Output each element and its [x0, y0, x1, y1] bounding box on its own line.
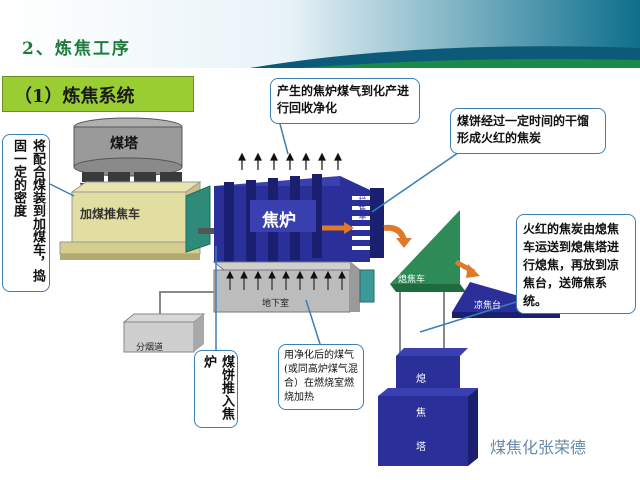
- page-title: 2、炼焦工序: [22, 39, 131, 59]
- callout-dry-distillation: 煤饼经过一定时间的干馏形成火红的焦炭: [450, 108, 606, 154]
- gas-rise-arrows: [238, 152, 342, 170]
- section-title: （1）炼焦系统: [14, 86, 135, 107]
- callout-coal-charging: 将配合煤装到加煤车，捣固一定的密度: [2, 134, 50, 292]
- callout-quenching: 火红的焦炭由熄焦车运送到熄焦塔进行熄焦，再放到凉焦台，送筛焦系统。: [516, 214, 636, 314]
- coke-wharf-label: 凉焦台: [474, 301, 502, 311]
- quench-tower-char-3: 塔: [416, 442, 426, 453]
- guide-car-shape: [390, 210, 460, 284]
- callout-cake-push: 煤饼推入焦炉: [194, 350, 238, 428]
- charging-car-label: 加煤推焦车: [80, 207, 141, 221]
- section-banner: [2, 76, 194, 112]
- flue-label: 分烟道: [136, 343, 164, 353]
- flue-box: [123, 321, 195, 353]
- quench-tower-char-1: 熄: [416, 374, 426, 385]
- quench-tower-char-2: 焦: [416, 408, 426, 419]
- quench-tower-lower: [378, 396, 468, 466]
- header-decoration: [0, 0, 640, 68]
- header-banner: [0, 0, 640, 68]
- quench-car-label: 熄焦车: [398, 275, 426, 285]
- watermark-text: 煤焦化张荣德: [490, 438, 587, 457]
- callout-gas-recovery: 产生的焦炉煤气到化产进行回收净化: [270, 78, 420, 124]
- coal-tower-label: 煤塔: [110, 136, 138, 152]
- callout-heating: 用净化后的煤气(或同高炉煤气混合）在燃烧室燃烧加热: [278, 344, 364, 410]
- guide-car-label: 拦焦车: [358, 196, 367, 220]
- coke-oven-label: 焦炉: [262, 211, 296, 231]
- heating-arrows: [226, 270, 346, 290]
- underground-room-label: 地下室: [262, 299, 290, 309]
- coke-oven: [214, 174, 384, 266]
